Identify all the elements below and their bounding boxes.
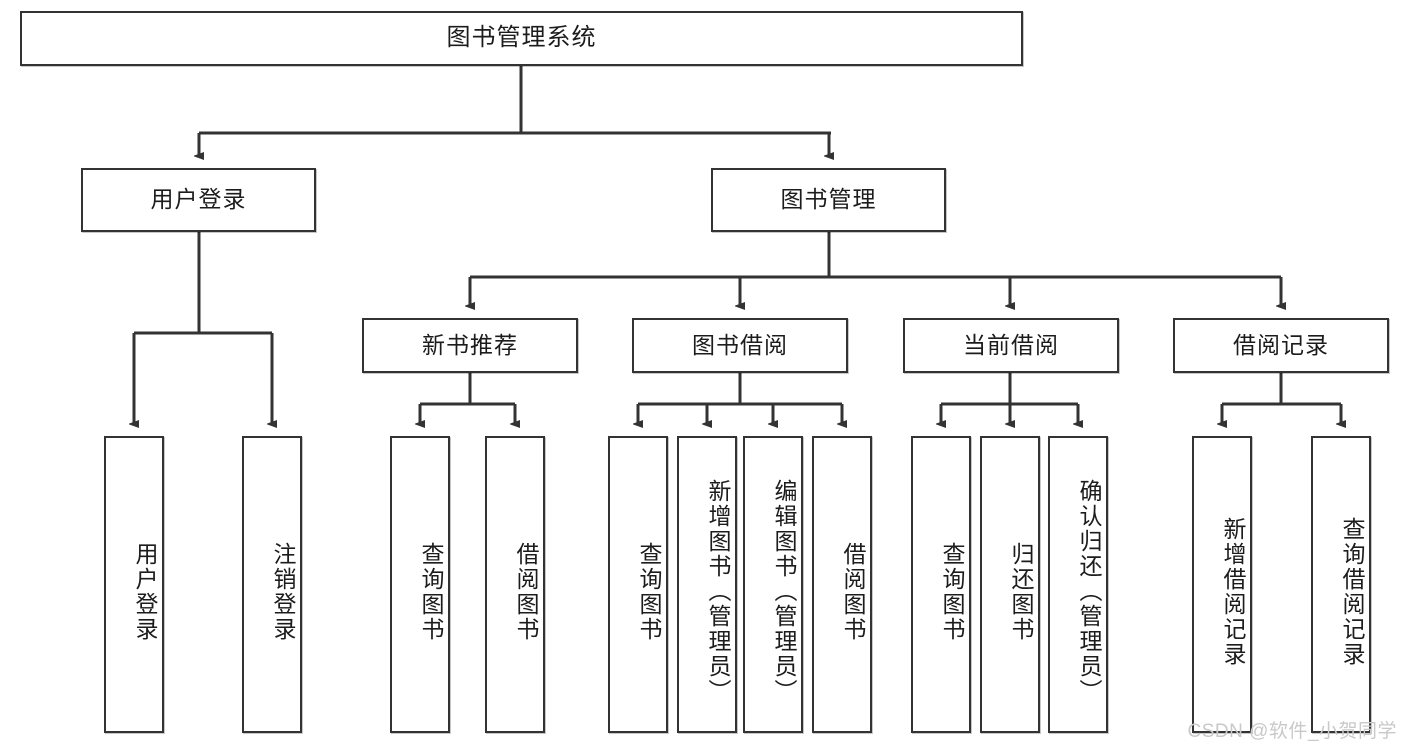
node-label: 确认归还（管理员）	[1076, 479, 1102, 704]
node-label: 注销登录	[270, 541, 296, 642]
node-label: 图书管理	[780, 186, 877, 213]
leaf-query-book-current[interactable]: 查询图书	[911, 436, 971, 733]
node-label: 借阅图书	[513, 541, 539, 642]
node-label: 借阅图书	[840, 541, 866, 642]
node-label: 借阅记录	[1233, 331, 1329, 358]
leaf-borrow-book[interactable]: 借阅图书	[812, 436, 872, 733]
leaf-user-login[interactable]: 用户登录	[104, 436, 164, 733]
leaf-logout[interactable]: 注销登录	[242, 436, 302, 733]
node-label: 编辑图书（管理员）	[771, 479, 797, 704]
leaf-query-book-recommend[interactable]: 查询图书	[390, 436, 450, 733]
node-root-system[interactable]: 图书管理系统	[20, 11, 1023, 66]
node-new-book-recommend[interactable]: 新书推荐	[362, 318, 578, 373]
node-label: 新增图书（管理员）	[705, 479, 731, 704]
node-book-borrow[interactable]: 图书借阅	[632, 318, 848, 373]
node-label: 图书管理系统	[446, 24, 597, 52]
leaf-add-book-admin[interactable]: 新增图书（管理员）	[677, 436, 737, 733]
node-label: 归还图书	[1008, 541, 1034, 642]
csdn-watermark: CSDN @软件_小贺同学	[1187, 721, 1397, 742]
node-label: 查询借阅记录	[1339, 516, 1365, 667]
node-label: 用户登录	[132, 541, 158, 642]
node-borrow-record[interactable]: 借阅记录	[1173, 318, 1389, 373]
node-label: 当前借阅	[963, 331, 1059, 358]
leaf-query-book-borrow[interactable]: 查询图书	[608, 436, 668, 733]
leaf-borrow-book-recommend[interactable]: 借阅图书	[485, 436, 545, 733]
node-book-management[interactable]: 图书管理	[711, 168, 946, 232]
node-label: 查询图书	[939, 541, 965, 642]
leaf-confirm-return-admin[interactable]: 确认归还（管理员）	[1048, 436, 1108, 733]
node-label: 新书推荐	[422, 331, 518, 358]
node-current-borrow[interactable]: 当前借阅	[903, 318, 1119, 373]
leaf-add-borrow-record[interactable]: 新增借阅记录	[1192, 436, 1252, 733]
leaf-query-borrow-record[interactable]: 查询借阅记录	[1311, 436, 1371, 733]
node-label: 图书借阅	[692, 331, 788, 358]
node-label: 查询图书	[418, 541, 444, 642]
leaf-edit-book-admin[interactable]: 编辑图书（管理员）	[743, 436, 803, 733]
node-label: 查询图书	[636, 541, 662, 642]
node-label: 用户登录	[150, 186, 247, 213]
leaf-return-book[interactable]: 归还图书	[980, 436, 1040, 733]
node-user-login[interactable]: 用户登录	[81, 168, 316, 232]
node-label: 新增借阅记录	[1220, 516, 1246, 667]
